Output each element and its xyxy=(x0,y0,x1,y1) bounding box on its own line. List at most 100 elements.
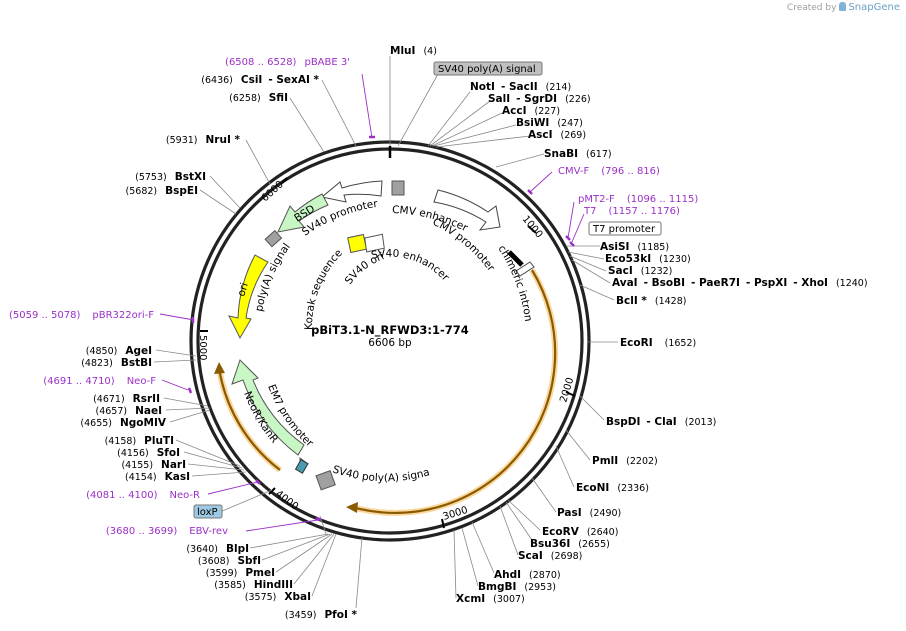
t7-promoter-box[interactable]: T7 promoter xyxy=(588,221,662,236)
enzyme-label-sbfi[interactable]: (3608)SbfI xyxy=(198,555,261,567)
primer-mark xyxy=(565,235,571,241)
primer-label-t7[interactable]: T7(1157 .. 1176) xyxy=(583,206,680,217)
enzyme-label-blpi[interactable]: (3640)BlpI xyxy=(186,543,249,555)
enzyme-label-nari[interactable]: (4155)NarI xyxy=(121,459,186,471)
primer-label-cmvf[interactable]: CMV-F(796 .. 816) xyxy=(558,166,660,177)
enzyme-label-bcli[interactable]: BclI *(1428) xyxy=(616,295,686,307)
leader-line xyxy=(427,91,471,147)
orf2-feature[interactable] xyxy=(214,362,282,473)
leader-line xyxy=(397,73,439,147)
sv40-polyA-bottom-box xyxy=(315,470,336,491)
enzyme-label-sfoi[interactable]: (4156)SfoI xyxy=(117,447,180,459)
bsd-arrow[interactable] xyxy=(277,193,329,233)
enzyme-label-naei[interactable]: (4657)NaeI xyxy=(96,405,163,417)
enzyme-label-pasi[interactable]: PasI(2490) xyxy=(557,507,621,519)
leader-line xyxy=(461,527,479,587)
enzyme-label-pmli[interactable]: PmlI(2202) xyxy=(592,455,658,467)
enzyme-label-acci[interactable]: AccI(227) xyxy=(502,105,560,117)
leader-line xyxy=(153,359,197,363)
enzyme-label-bstbi[interactable]: (4823)BstBI xyxy=(81,357,152,369)
credit-prefix: Created by xyxy=(786,3,837,13)
enzyme-label-bsu36i[interactable]: Bsu36I(2655) xyxy=(530,538,610,550)
enzyme-label-noti[interactable]: NotI- SacII(214) xyxy=(470,81,571,93)
leader-line xyxy=(579,395,605,421)
orf-arc[interactable] xyxy=(351,269,557,515)
primer-mark xyxy=(315,516,322,522)
enzyme-label-rsrii[interactable]: (4671)RsrII xyxy=(93,393,160,405)
enzyme-label-econi[interactable]: EcoNI(2336) xyxy=(576,482,649,494)
leader-line xyxy=(275,533,333,573)
tick-mark xyxy=(441,518,445,529)
primer-labels: (6508 .. 6528)pBABE 3' CMV-F(796 .. 816)… xyxy=(9,57,698,537)
primer-mark xyxy=(187,387,193,394)
leader-line xyxy=(311,533,337,597)
chimeric-intron-arrow[interactable] xyxy=(515,261,535,277)
orf2-arc[interactable] xyxy=(217,367,281,471)
leader-line xyxy=(155,349,197,357)
enzyme-label-asci[interactable]: AscI(269) xyxy=(528,129,586,141)
enzyme-label-bmgbi[interactable]: BmgBI(2953) xyxy=(478,581,556,593)
enzyme-label-sfii[interactable]: (6258)SfiI xyxy=(229,92,288,104)
primer-label-ebvrev[interactable]: (3680 .. 3699)EBV-rev xyxy=(106,526,228,537)
enzyme-labels-left: (3459)PfoI * (3575)XbaI (3585)HindIII (3… xyxy=(80,74,357,621)
neo-box xyxy=(294,458,309,474)
neor-arrow[interactable] xyxy=(231,359,305,456)
enzyme-label-mlui[interactable]: MluI(4) xyxy=(390,45,437,57)
enzyme-label-agei[interactable]: (4850)AgeI xyxy=(86,345,152,357)
enzyme-label-ngomiv[interactable]: (4655)NgoMIV xyxy=(80,417,166,429)
primer-label-pmt2f[interactable]: pMT2-F(1096 .. 1115) xyxy=(578,194,698,205)
primer-label-neof[interactable]: (4691 .. 4710)Neo-F xyxy=(43,376,156,387)
leader-line xyxy=(191,471,247,477)
orf-feature[interactable] xyxy=(346,268,559,516)
enzyme-label-bsiwi[interactable]: BsiWI(247) xyxy=(516,117,583,129)
enzyme-label-scai[interactable]: ScaI(2698) xyxy=(518,550,582,562)
leader-line xyxy=(165,407,211,411)
cmv-enhancer-arrow[interactable] xyxy=(433,189,501,231)
loxp-box[interactable]: loxP xyxy=(193,504,223,519)
enzyme-label-asisi[interactable]: AsiSI(1185) xyxy=(600,241,669,253)
sv40-enhancer-arrow[interactable] xyxy=(364,233,385,253)
enzyme-label-avai[interactable]: AvaI- BsoBI- PaeR7I- PspXI- XhoI(1240) xyxy=(612,277,868,289)
enzyme-label-saci[interactable]: SacI(1232) xyxy=(608,265,672,277)
leader-line xyxy=(183,451,243,469)
enzyme-label-pmei[interactable]: (3599)PmeI xyxy=(206,567,275,579)
enzyme-label-eco53ki[interactable]: Eco53kI(1230) xyxy=(605,253,691,265)
enzyme-label-csii[interactable]: (6436)CsiI- SexAI * xyxy=(201,74,319,86)
ori-arrow[interactable] xyxy=(228,254,269,340)
primer-label-neor[interactable]: (4081 .. 4100)Neo-R xyxy=(86,490,200,501)
sv40-small-marker xyxy=(391,180,405,196)
tick-mark xyxy=(268,487,276,495)
leader-line xyxy=(209,175,241,209)
primer-label-pbabe3[interactable]: (6508 .. 6528)pBABE 3' xyxy=(225,57,350,68)
enzyme-label-nrui[interactable]: (5931)NruI * xyxy=(166,134,241,146)
enzyme-label-snabi[interactable]: SnaBI(617) xyxy=(544,148,612,160)
primer-label-pbr322[interactable]: (5059 .. 5078)pBR322ori-F xyxy=(9,310,154,321)
primer-leader xyxy=(567,201,575,239)
plasmid-name: pBiT3.1-N_RFWD3:1-774 xyxy=(311,323,469,338)
enzyme-label-xcmi[interactable]: XcmI(3007) xyxy=(456,593,525,605)
tick-mark xyxy=(527,225,537,234)
sv40-polyA-top-box[interactable]: SV40 poly(A) signal xyxy=(433,61,543,76)
enzyme-label-kasi[interactable]: (4154)KasI xyxy=(125,471,190,483)
enzyme-label-bspei[interactable]: (5682)BspEI xyxy=(126,185,198,197)
enzyme-label-pluti[interactable]: (4158)PluTI xyxy=(105,435,174,447)
enzyme-label-xbai[interactable]: (3575)XbaI xyxy=(245,591,311,603)
leader-line xyxy=(579,284,615,301)
tick-label: 4000 xyxy=(273,489,300,513)
leader-line xyxy=(163,397,209,407)
enzyme-label-bspdi[interactable]: BspDI- ClaI(2013) xyxy=(606,416,716,428)
leader-line xyxy=(249,533,329,549)
enzyme-label-ecori[interactable]: EcoRI(1652) xyxy=(620,337,696,349)
enzyme-label-bstxi[interactable]: (5753)BstXI xyxy=(135,171,206,183)
enzyme-label-sali[interactable]: SalI- SgrDI(226) xyxy=(488,93,591,105)
leader-line xyxy=(261,533,331,561)
enzyme-label-hindiii[interactable]: (3585)HindIII xyxy=(214,579,293,591)
enzyme-label-ecorv[interactable]: EcoRV(2640) xyxy=(542,526,618,538)
sv40-enhancer-label: SV40 enhancer xyxy=(370,248,452,284)
kozak-label: Kozak sequence xyxy=(303,247,345,330)
enzyme-label-ahdi[interactable]: AhdI(2870) xyxy=(494,569,561,581)
enzyme-label-pfoi[interactable]: (3459)PfoI * xyxy=(285,609,358,621)
leader-line xyxy=(433,124,517,147)
sv40-promoter-arrow[interactable] xyxy=(320,180,383,203)
